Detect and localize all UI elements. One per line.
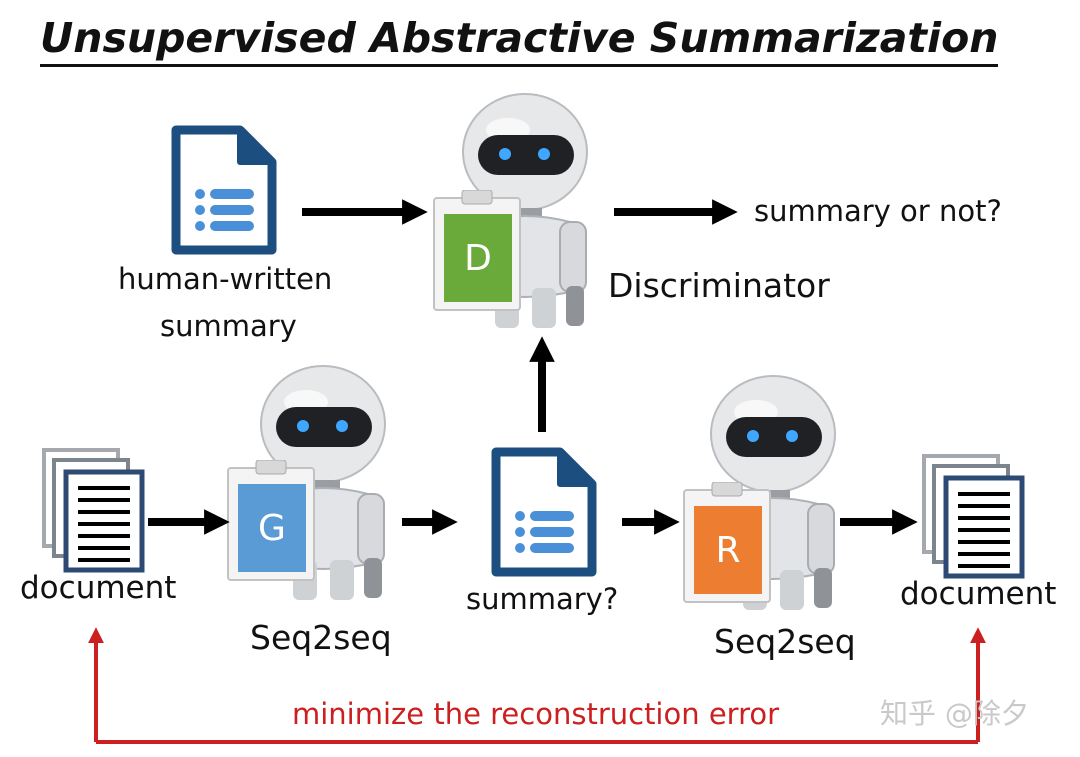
discriminator-badge-letter: D [464,238,492,279]
reconstructor-seq2seq-label: Seq2seq [714,622,856,661]
reconstructor-badge: R [683,482,771,603]
human-summary-document-icon [171,125,277,255]
output-document-stack-icon [922,454,1025,579]
reconstructor-badge-letter: R [715,530,740,571]
generator-badge-letter: G [258,508,286,549]
generated-summary-document-icon [491,447,597,577]
reconstruction-error-label: minimize the reconstruction error [292,697,780,731]
summary-or-not-label: summary or not? [754,194,1002,228]
discriminator-badge: D [433,190,521,311]
diagram-title: Unsupervised Abstractive Summarization [40,14,999,67]
generator-seq2seq-label: Seq2seq [250,618,392,657]
generator-badge: G [227,460,315,581]
document-input-label: document [20,570,177,606]
input-document-stack-icon [42,448,145,573]
discriminator-label: Discriminator [608,266,830,305]
document-output-label: document [900,576,1057,612]
watermark: 知乎 @除夕 [880,697,1029,730]
summary-question-label: summary? [466,582,619,616]
human-written-label-line2: summary [160,309,297,343]
human-written-label-line1: human-written [118,262,333,296]
